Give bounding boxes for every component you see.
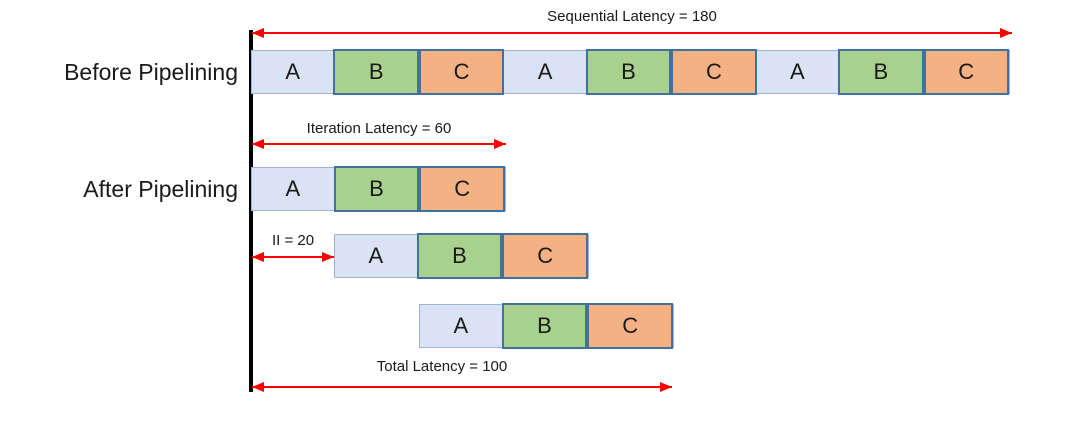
stage-b-cell: B (333, 166, 420, 212)
before-pipelining-label: Before Pipelining (64, 58, 238, 85)
stage-b-cell: B (501, 303, 588, 349)
sequential-latency-label: Sequential Latency = 180 (547, 8, 717, 25)
after-pipelining-iteration-1-row: A B C (251, 166, 506, 212)
stage-b-cell: B (333, 49, 419, 95)
stage-c-cell: C (587, 303, 674, 349)
after-pipelining-iteration-2-row: A B C (334, 233, 589, 279)
before-pipelining-row: A B C A B C A B C (251, 49, 1010, 95)
stage-b-cell: B (585, 49, 672, 95)
after-pipelining-label: After Pipelining (83, 175, 238, 202)
initiation-interval-arrow (252, 252, 334, 262)
stage-a-cell: A (537, 59, 553, 84)
stage-a-cell: A (285, 59, 301, 84)
time-zero-axis-line (249, 30, 253, 392)
stage-c-cell: C (419, 166, 506, 212)
initiation-interval-label: II = 20 (271, 232, 315, 249)
stage-c-cell: C (418, 49, 505, 95)
stage-c-cell: C (923, 49, 1009, 95)
stage-a-cell: A (285, 176, 301, 201)
stage-a-cell: A (453, 313, 469, 338)
iteration-latency-arrow (252, 139, 506, 149)
stage-b-cell: B (416, 233, 503, 279)
stage-c-cell: C (502, 233, 589, 279)
iteration-latency-label: Iteration Latency = 60 (306, 120, 452, 137)
stage-a-cell: A (790, 59, 805, 84)
stage-b-cell: B (838, 49, 924, 95)
after-pipelining-iteration-3-row: A B C (419, 303, 674, 349)
sequential-latency-arrow (252, 28, 1012, 38)
stage-a-cell: A (368, 243, 384, 268)
total-latency-label: Total Latency = 100 (376, 358, 508, 375)
stage-c-cell: C (671, 49, 757, 95)
total-latency-arrow (252, 382, 672, 392)
